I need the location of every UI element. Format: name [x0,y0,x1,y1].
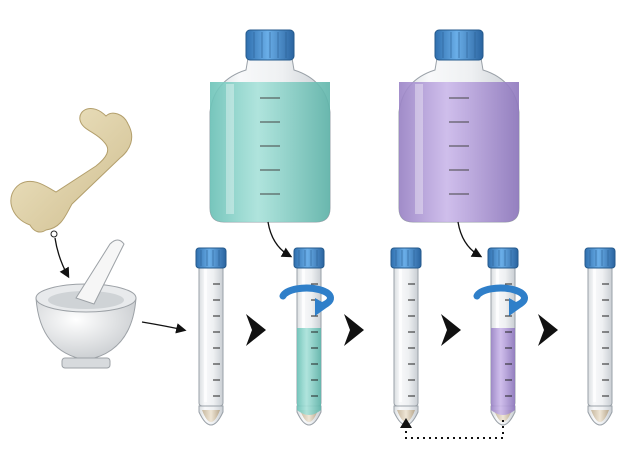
bottle-teal [209,29,331,223]
tube-2 [283,247,330,426]
loop-arrow [400,418,504,439]
bone-icon [10,107,133,238]
arrow-step-3 [344,314,364,346]
arrow-step-2 [246,314,266,346]
tube-5 [584,247,616,426]
tube-1 [195,247,227,426]
tube-4 [477,247,524,426]
tube-3 [390,247,422,426]
arrow-step-5 [538,314,558,346]
mortar-pestle-icon [35,239,137,369]
arrow-mortar-to-tube-1 [141,321,187,334]
arrow-purple-to-tube-4 [457,221,483,258]
bottle-purple [398,29,520,223]
step-arrows [246,314,558,346]
arrow-bone-to-mortar [54,237,70,279]
arrow-step-4 [441,314,461,346]
arrow-teal-to-tube-2 [267,221,293,258]
